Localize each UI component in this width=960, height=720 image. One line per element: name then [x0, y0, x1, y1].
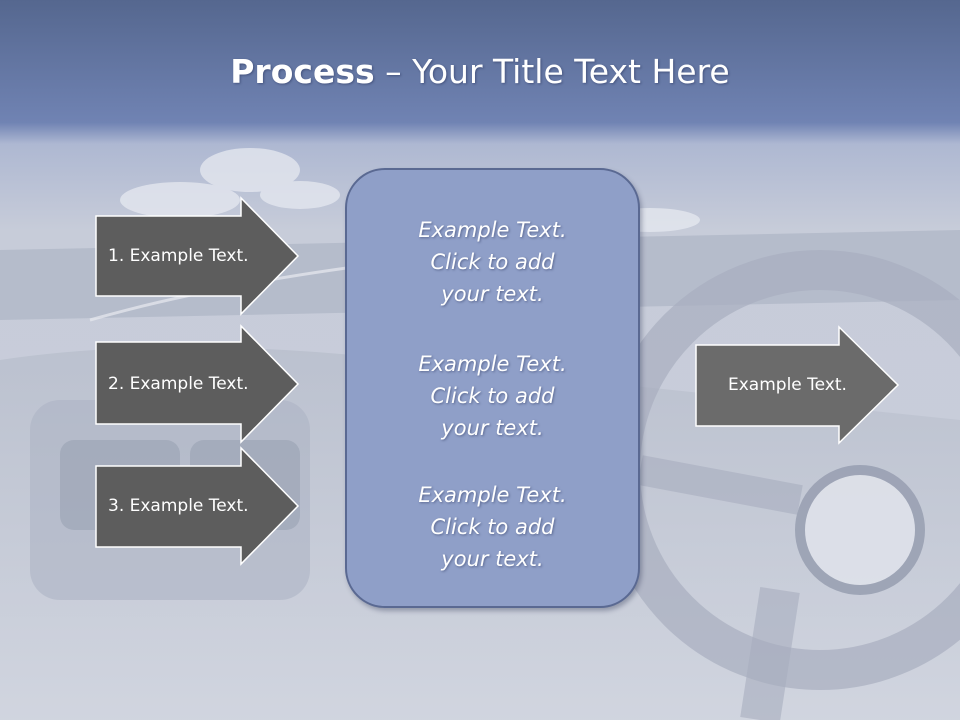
paragraph-line: your text.	[441, 547, 544, 571]
paragraph-line: Click to add	[430, 250, 555, 274]
left-arrow-label: 3. Example Text.	[108, 496, 249, 516]
left-arrow-2[interactable]: 2. Example Text.	[95, 324, 300, 444]
title-rest-text: – Your Title Text Here	[374, 52, 730, 91]
paragraph-line: Click to add	[430, 515, 555, 539]
center-paragraph-3: Example Text. Click to add your text.	[347, 479, 638, 575]
left-arrow-label: 1. Example Text.	[108, 246, 249, 266]
left-arrow-3[interactable]: 3. Example Text.	[95, 446, 300, 566]
right-arrow-label: Example Text.	[728, 375, 847, 395]
arrow-shape	[95, 446, 300, 566]
paragraph-line: your text.	[441, 282, 544, 306]
title-bold-text: Process	[230, 52, 375, 91]
slide-title: Process – Your Title Text Here	[0, 52, 960, 91]
paragraph-line: your text.	[441, 416, 544, 440]
right-arrow[interactable]: Example Text.	[695, 325, 900, 445]
paragraph-line: Example Text.	[418, 352, 567, 376]
paragraph-line: Example Text.	[418, 483, 567, 507]
arrow-shape	[95, 324, 300, 444]
paragraph-line: Click to add	[430, 384, 555, 408]
left-arrow-1[interactable]: 1. Example Text.	[95, 196, 300, 316]
paragraph-line: Example Text.	[418, 218, 567, 242]
left-arrow-label: 2. Example Text.	[108, 374, 249, 394]
center-paragraph-2: Example Text. Click to add your text.	[347, 348, 638, 444]
center-text-box[interactable]: Example Text. Click to add your text. Ex…	[345, 168, 640, 608]
arrow-shape	[695, 325, 900, 445]
center-paragraph-1: Example Text. Click to add your text.	[347, 214, 638, 310]
arrow-shape	[95, 196, 300, 316]
